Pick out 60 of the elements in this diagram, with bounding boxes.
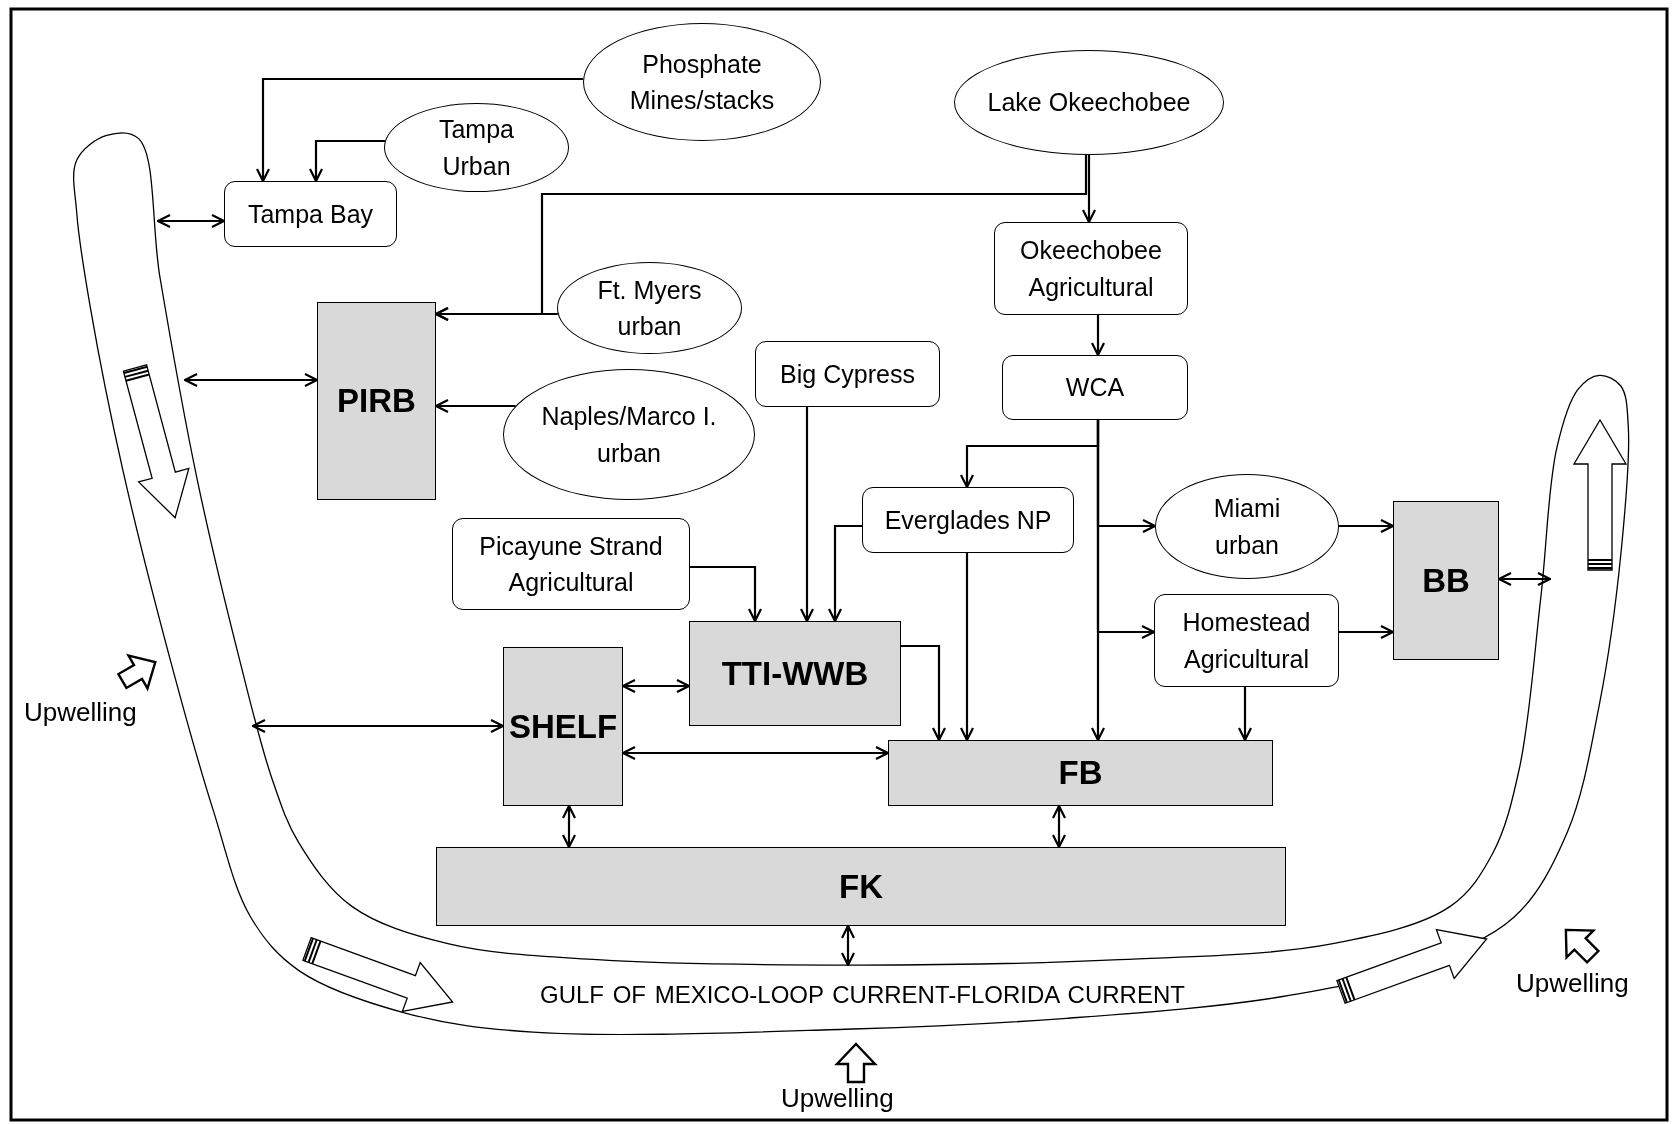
region-box <box>436 847 1286 926</box>
box-label: Tampa Urban <box>437 114 515 182</box>
box-label: Naples/Marco I. urban <box>540 401 718 469</box>
arrow <box>434 306 558 322</box>
annotation-text: Upwelling <box>24 697 137 728</box>
box-label: Tampa Bay <box>247 198 374 230</box>
box-label: Lake Okeechobee <box>987 87 1191 119</box>
source-box <box>1154 594 1339 687</box>
arrow <box>1090 315 1106 357</box>
arrow <box>959 553 975 742</box>
arrow <box>255 77 584 183</box>
source-box <box>755 341 940 407</box>
annotation-text: Upwelling <box>1516 968 1629 999</box>
box-label: Picayune Strand Agricultural <box>478 530 664 598</box>
arrow <box>840 924 856 967</box>
box-label: Miami urban <box>1212 493 1282 561</box>
arrow <box>561 804 577 849</box>
arrow <box>827 524 862 623</box>
box-label: Okeechobee Agricultural <box>1019 235 1163 303</box>
annotation-text: Upwelling <box>781 1083 894 1114</box>
arrow <box>621 678 691 694</box>
box-label: Ft. Myers urban <box>596 274 703 342</box>
arrow <box>251 718 505 734</box>
source-box <box>862 487 1074 553</box>
source-box <box>452 518 690 610</box>
box-label: WCA <box>1065 372 1125 404</box>
box-label: SHELF <box>508 706 618 747</box>
box-label: BB <box>1422 560 1470 601</box>
estuary-box <box>224 181 397 247</box>
arrow <box>1090 420 1106 742</box>
box-label: Everglades NP <box>884 504 1052 536</box>
arrow <box>799 407 815 623</box>
arrow <box>1497 571 1552 587</box>
arrow <box>621 745 890 761</box>
box-label: PIRB <box>337 381 416 422</box>
box-label: FB <box>1058 753 1103 794</box>
band-label: GULF OF MEXICO-LOOP CURRENT-FLORIDA CURRENT <box>540 980 1185 1010</box>
box-label: Big Cypress <box>780 358 915 390</box>
arrow <box>1339 518 1395 534</box>
arrow <box>901 644 947 742</box>
region-box <box>1393 501 1499 660</box>
region-box <box>503 647 623 806</box>
arrow <box>1051 804 1067 849</box>
arrow <box>308 139 385 183</box>
arrow <box>434 398 516 414</box>
region-box <box>888 740 1273 806</box>
box-label: Phosphate Mines/stacks <box>628 48 776 116</box>
source-box <box>1002 355 1188 420</box>
arrow <box>183 372 319 388</box>
source-box <box>994 222 1188 315</box>
arrow <box>1081 155 1097 224</box>
box-label: TTI-WWB <box>721 653 869 694</box>
box-label: FK <box>839 866 883 907</box>
arrow <box>1237 687 1253 742</box>
arrow <box>1339 624 1395 640</box>
arrow <box>156 213 226 229</box>
region-box <box>317 302 436 500</box>
box-label: Homestead Agricultural <box>1181 607 1312 675</box>
arrow <box>690 565 763 623</box>
region-box <box>689 621 901 726</box>
